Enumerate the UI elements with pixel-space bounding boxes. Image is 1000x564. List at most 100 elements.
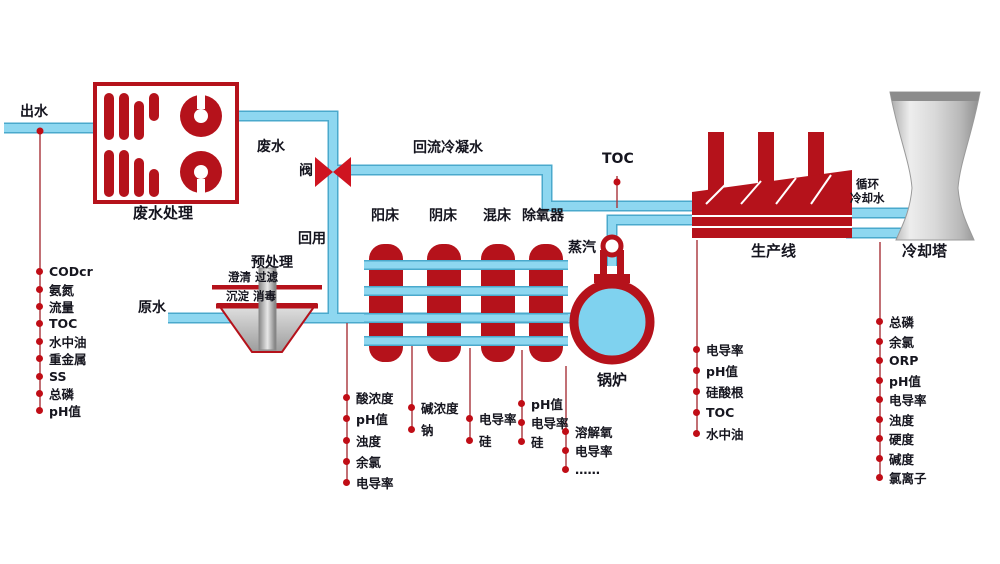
sensor-item: 硅: [466, 429, 517, 451]
sensor-dot-icon: [466, 414, 473, 422]
sensor-label: 碱度: [889, 451, 915, 467]
sensor-dot-icon: [343, 479, 350, 487]
sensor-item: 重金属: [36, 350, 93, 367]
sensor-list-cooling-tower: 总磷 余氯 ORP pH值 电导率 浊度 硬度 碱度 氯离子: [876, 312, 927, 488]
sensor-item: 余氯: [343, 451, 394, 472]
sensor-item: pH值: [876, 371, 927, 391]
sensor-dot-icon: [36, 337, 43, 345]
sensor-dot-icon: [36, 372, 43, 380]
sensor-dot-icon: [876, 454, 883, 462]
label-production-line: 生产线: [751, 242, 797, 260]
sensor-label: 水中油: [706, 427, 744, 442]
label-toc: TOC: [602, 151, 634, 167]
sensor-item: TOC: [36, 315, 93, 332]
sensor-item: 溶解氧: [562, 422, 613, 441]
label-outlet: 出水: [20, 104, 48, 120]
sensor-item: 水中油: [693, 423, 744, 444]
sensor-dot-icon: [408, 403, 415, 411]
sensor-dot-icon: [466, 436, 473, 444]
sensor-dot-icon: [876, 396, 883, 404]
sensor-dot-icon: [876, 357, 883, 365]
sensor-item: 流量: [36, 298, 93, 315]
label-wastewater-treatment: 废水处理: [133, 204, 194, 222]
influent-sample-dot: [36, 127, 44, 135]
sensor-dot-icon: [343, 458, 350, 466]
label-cooling-tower: 冷却塔: [902, 242, 948, 260]
sensor-dot-icon: [562, 428, 569, 435]
sensor-item: 硅: [518, 432, 569, 451]
sensor-item: 酸浓度: [343, 387, 394, 408]
sensor-label: 溶解氧: [575, 425, 613, 440]
sensor-item: ORP: [876, 351, 927, 371]
sensor-item: CODcr: [36, 263, 93, 280]
sensor-label: 电导率: [706, 343, 744, 358]
sensor-item: 碱度: [876, 449, 927, 469]
label-return-condensate: 回流冷凝水: [413, 140, 483, 156]
sensor-label: 总磷: [49, 386, 75, 402]
label-wastewater: 废水: [257, 139, 285, 155]
sensor-dot-icon: [562, 447, 569, 454]
label-pretreatment: 预处理: [251, 255, 293, 271]
sensor-label: 硅: [531, 435, 544, 450]
cooling-tower-shape: [889, 91, 981, 241]
sensor-label: 电导率: [575, 444, 613, 459]
sensor-dot-icon: [343, 415, 350, 423]
sensor-dot-icon: [36, 285, 43, 293]
label-reuse: 回用: [298, 231, 326, 247]
sensor-dot-icon: [693, 346, 700, 353]
label-anion-bed: 阴床: [429, 208, 457, 224]
sensor-dot-icon: [693, 409, 700, 416]
sensor-label: 钠: [421, 422, 434, 438]
sensor-label: SS: [49, 368, 67, 384]
label-clarify-filter: 澄清 过滤: [228, 270, 279, 284]
sensor-dot-icon: [876, 376, 883, 384]
ion-exchange-columns: [364, 244, 568, 362]
sensor-dot-icon: [876, 337, 883, 345]
sensor-dot-icon: [36, 389, 43, 397]
sensor-label: TOC: [706, 405, 735, 420]
sensor-dot-icon: [693, 430, 700, 437]
sensor-dot-icon: [693, 367, 700, 374]
sensor-label: CODcr: [49, 264, 93, 280]
sensor-list-mixed-bed: 电导率 硅: [466, 407, 517, 451]
sensor-item: 碱浓度: [408, 396, 459, 418]
sensor-dot-icon: [876, 474, 883, 482]
sensor-dot-icon: [876, 318, 883, 326]
sensor-item: 硅酸根: [693, 381, 744, 402]
label-valve: 阀: [299, 163, 313, 179]
sensor-list-production-line: 电导率 pH值 硅酸根 TOC 水中油: [693, 339, 744, 444]
sensor-item: pH值: [693, 360, 744, 381]
sensor-label: 总磷: [889, 315, 915, 331]
sensor-label: pH值: [531, 397, 563, 412]
sensor-item: 硬度: [876, 429, 927, 449]
sensor-label: 硅: [479, 433, 492, 449]
sensor-item: pH值: [518, 394, 569, 413]
sensor-dot-icon: [518, 419, 525, 426]
sensor-label: pH值: [356, 412, 388, 428]
sensor-label: TOC: [49, 316, 78, 332]
sensor-list-boiler: 溶解氧 电导率 ……: [562, 422, 613, 479]
sensor-label: 电导率: [479, 411, 517, 427]
sensor-dot-icon: [518, 400, 525, 407]
sensor-item: 浊度: [343, 430, 394, 451]
sensor-label: 碱浓度: [421, 400, 459, 416]
sensor-item: 电导率: [562, 441, 613, 460]
sensor-dot-icon: [876, 435, 883, 443]
sensor-label: 流量: [49, 299, 75, 315]
sensor-item: 电导率: [876, 390, 927, 410]
sensor-item: 钠: [408, 418, 459, 440]
sensor-dot-icon: [876, 415, 883, 423]
sensor-dot-icon: [518, 438, 525, 445]
sensor-label: 水中油: [49, 334, 87, 350]
sensor-label: pH值: [49, 404, 81, 420]
toc-sample-dot: [613, 178, 621, 186]
sensor-label: 酸浓度: [356, 391, 394, 407]
sensor-list-influent: CODcr 氨氮 流量 TOC 水中油 重金属 SS 总磷 pH值: [36, 263, 93, 420]
sensor-item: 电导率: [693, 339, 744, 360]
valve-icon: [315, 157, 351, 187]
pretreatment-unit: [212, 267, 322, 353]
sensor-item: ……: [562, 460, 613, 479]
sensor-item: TOC: [693, 402, 744, 423]
